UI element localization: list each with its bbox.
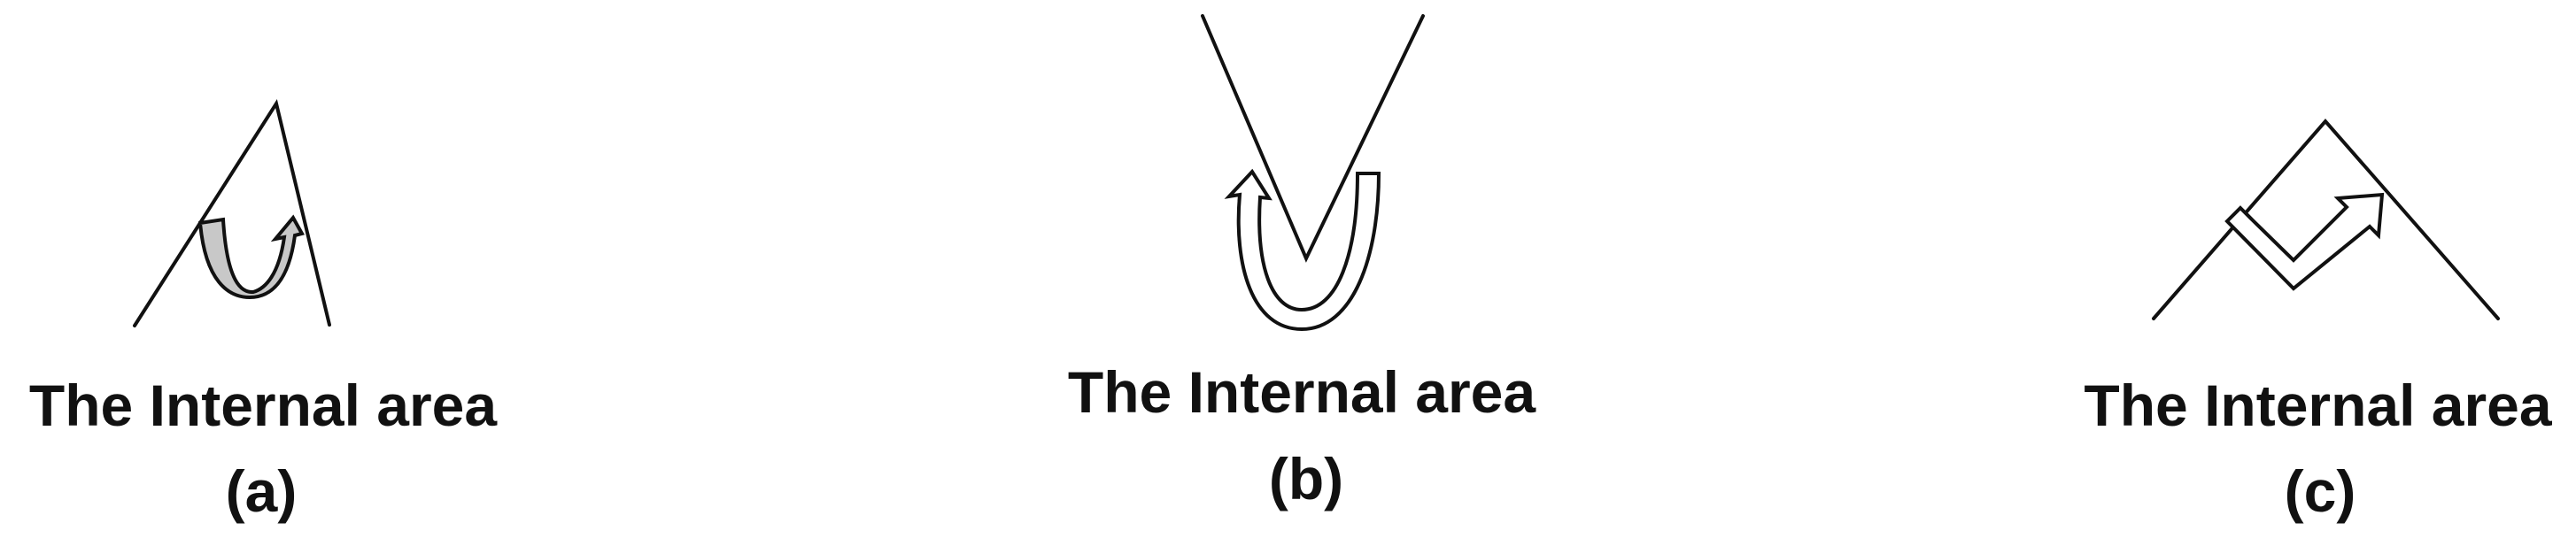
panel-c-angle-arrow: [2224, 192, 2385, 291]
panel-c-label: (c): [2284, 458, 2356, 524]
panel-c-caption: The Internal area: [2084, 373, 2552, 438]
panel-a-caption: The Internal area: [28, 373, 498, 438]
panel-a-wedge: [133, 98, 331, 327]
panel-a-curved-arrow: [197, 214, 306, 300]
panel-b-u-arrow: [1224, 168, 1381, 332]
panel-a-diagram: [133, 98, 331, 327]
panel-b-label: (b): [1268, 446, 1344, 511]
panel-b-wedge: [1201, 14, 1425, 263]
panel-c-wedge: [2152, 118, 2500, 320]
panel-c-diagram: [2152, 118, 2500, 320]
panel-a-label: (a): [225, 458, 298, 524]
panel-b-caption: The Internal area: [1067, 359, 1536, 425]
panel-b-diagram: [1201, 14, 1425, 332]
